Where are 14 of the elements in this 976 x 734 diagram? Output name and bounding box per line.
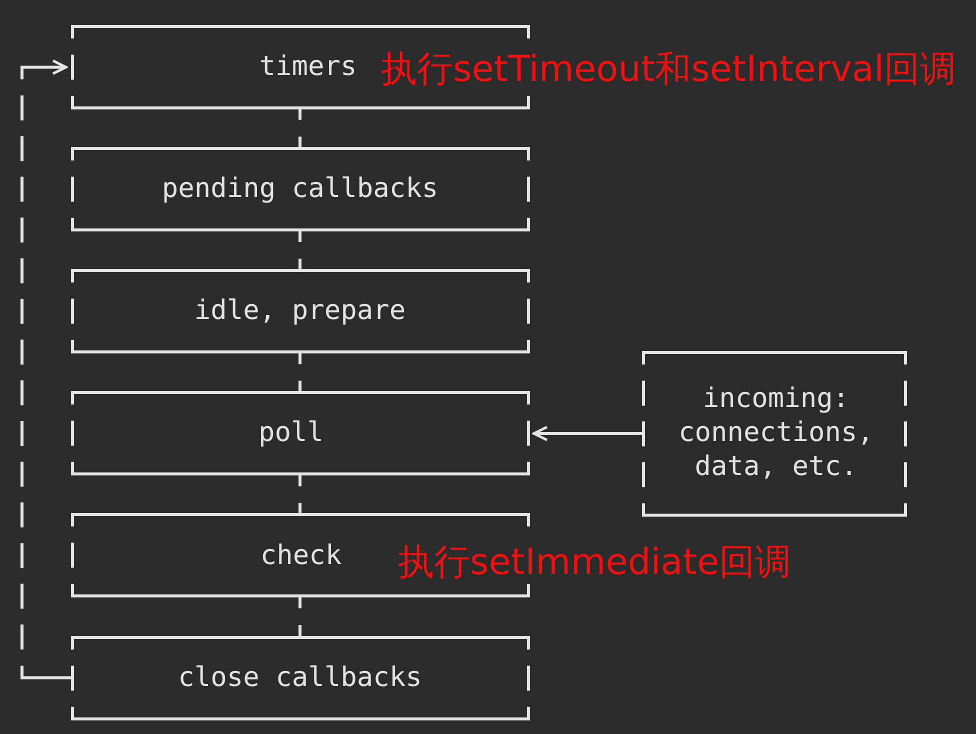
connector-line: [298, 474, 302, 515]
box-label: check: [260, 540, 342, 572]
box-label: pending callbacks: [162, 173, 438, 206]
box-label: poll: [258, 417, 324, 450]
box-label: incoming: connections, data, etc.: [678, 382, 874, 484]
connector-line: [298, 230, 302, 271]
box-label: timers: [259, 51, 357, 84]
arrow: [532, 426, 643, 442]
box-label: close callbacks: [178, 662, 422, 694]
connector-line: [298, 108, 302, 149]
arrow: [20, 59, 72, 680]
box-label: idle, prepare: [194, 295, 406, 328]
connector-line: [298, 596, 302, 637]
connector-line: [298, 352, 302, 393]
